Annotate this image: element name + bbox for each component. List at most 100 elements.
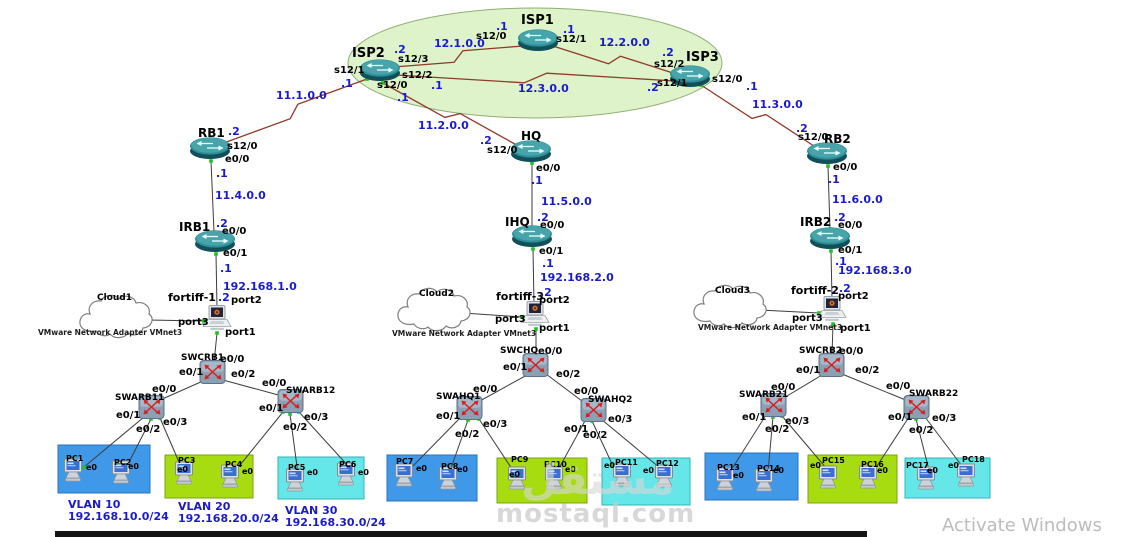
pc-pc4[interactable] <box>218 464 244 494</box>
router-icon <box>807 142 847 164</box>
link-swchq-swahq2[interactable] <box>545 373 587 405</box>
link-isp1-isp3[interactable] <box>552 45 677 75</box>
link-cloud1-fortiff-1[interactable] <box>147 319 205 322</box>
link-swarb12-pc4[interactable] <box>235 411 284 471</box>
link-rb1-irb1[interactable] <box>210 160 215 233</box>
cloud-cloud3[interactable] <box>690 281 768 335</box>
pc-pc7[interactable] <box>392 463 418 493</box>
cloud-cloud1[interactable] <box>76 291 154 345</box>
router-irb1[interactable] <box>194 229 236 257</box>
router-isp1[interactable] <box>517 28 559 56</box>
link-swarb12-pc5[interactable] <box>289 413 299 475</box>
router-irb2[interactable] <box>809 226 851 254</box>
pc-pc9[interactable] <box>505 466 531 496</box>
switch-swchq[interactable] <box>522 352 550 382</box>
switch-swahq1[interactable] <box>456 395 484 425</box>
pc-pc1[interactable] <box>61 458 87 488</box>
switch-swcrb2[interactable] <box>818 352 846 382</box>
link-swcrb1-swarb11[interactable] <box>159 380 204 401</box>
link-swahq1-pc7[interactable] <box>410 416 462 469</box>
switch-swarb12[interactable] <box>277 388 305 418</box>
pc-pc3[interactable] <box>172 461 198 491</box>
switch-swcrb1[interactable] <box>199 359 227 389</box>
firewall-laptop-icon <box>520 301 550 326</box>
switch-swarb22[interactable] <box>903 394 931 424</box>
link-swarb22-pc18[interactable] <box>924 416 963 467</box>
link-swarb11-pc3[interactable] <box>159 417 183 470</box>
link-endpoint <box>288 412 292 416</box>
link-rb2-irb2[interactable] <box>827 165 831 230</box>
link-cloud2-fortiff-3[interactable] <box>462 312 523 318</box>
link-swarb11-pc1[interactable] <box>83 416 145 468</box>
pc-pc5[interactable] <box>283 468 309 498</box>
link-endpoint <box>215 331 219 335</box>
link-swcrb1-swarb12[interactable] <box>222 379 283 397</box>
link-swchq-swahq1[interactable] <box>477 374 528 403</box>
link-isp3-rb2[interactable] <box>700 84 818 149</box>
router-isp2[interactable] <box>359 58 401 86</box>
link-swahq2-pc10[interactable] <box>557 418 587 471</box>
router-hq[interactable] <box>510 139 552 167</box>
firewall-fortiff-3[interactable] <box>520 301 550 332</box>
link-swahq1-pc9[interactable] <box>478 418 515 473</box>
pc-icon <box>112 460 130 484</box>
pc-pc14[interactable] <box>752 468 778 498</box>
pc-pc15[interactable] <box>816 465 842 495</box>
pc-icon <box>508 466 526 490</box>
router-rb2[interactable] <box>806 141 848 169</box>
pc-icon <box>819 465 837 489</box>
firewall-fortiff-2[interactable] <box>817 296 847 327</box>
switch-swarb21[interactable] <box>760 392 788 422</box>
router-ihq[interactable] <box>511 224 553 252</box>
link-swcrb2-swarb21[interactable] <box>781 374 823 400</box>
link-isp2-isp3[interactable] <box>395 72 676 84</box>
pc-pc18[interactable] <box>954 463 980 493</box>
link-irb1-fortiff-1[interactable] <box>215 253 218 309</box>
link-swarb22-pc16[interactable] <box>874 416 910 470</box>
firewall-laptop-icon <box>817 296 847 321</box>
link-swarb21-pc15[interactable] <box>781 415 828 470</box>
link-swahq2-pc12[interactable] <box>600 418 661 469</box>
pc-pc8[interactable] <box>436 466 462 496</box>
link-endpoint <box>829 249 833 253</box>
router-isp3[interactable] <box>669 64 711 92</box>
link-endpoint <box>381 81 385 85</box>
link-swarb21-pc14[interactable] <box>767 416 774 473</box>
switch-icon <box>456 396 483 420</box>
cloud-icon <box>693 284 767 329</box>
cloud-icon <box>397 287 471 332</box>
link-fortiff-2-swcrb2[interactable] <box>831 323 834 357</box>
link-fortiff-1-swcrb1[interactable] <box>213 332 218 364</box>
pc-icon <box>655 464 673 488</box>
link-swcrb2-swarb22[interactable] <box>841 373 909 402</box>
pc-pc12[interactable] <box>652 464 678 494</box>
link-ihq-fortiff-3[interactable] <box>532 248 535 305</box>
link-swahq1-pc8[interactable] <box>449 419 469 472</box>
router-icon <box>190 137 230 159</box>
link-swahq2-pc11[interactable] <box>591 420 614 467</box>
link-swarb22-pc17[interactable] <box>915 418 930 471</box>
pc-pc13[interactable] <box>713 467 739 497</box>
cloud-icon <box>79 294 153 339</box>
router-rb1[interactable] <box>189 136 231 164</box>
link-swarb11-pc2[interactable] <box>126 418 152 467</box>
link-irb2-fortiff-2[interactable] <box>830 250 833 300</box>
pc-pc6[interactable] <box>334 462 360 492</box>
pc-pc2[interactable] <box>109 460 135 490</box>
firewall-fortiff-1[interactable] <box>202 305 232 336</box>
pc-pc10[interactable] <box>542 466 568 496</box>
pc-pc16[interactable] <box>856 465 882 495</box>
link-isp2-rb1[interactable] <box>220 78 368 145</box>
link-swarb21-pc13[interactable] <box>729 414 767 473</box>
watermark-domain: mostaql.com <box>496 499 696 529</box>
link-cloud3-fortiff-2[interactable] <box>759 309 820 314</box>
switch-swahq2[interactable] <box>580 397 608 427</box>
link-isp2-isp1[interactable] <box>393 45 524 68</box>
switch-swarb11[interactable] <box>138 394 166 424</box>
pc-pc17[interactable] <box>914 466 940 496</box>
pc-pc11[interactable] <box>610 463 636 493</box>
cloud-cloud2[interactable] <box>394 284 472 338</box>
switch-icon <box>138 395 165 419</box>
link-swarb12-pc6[interactable] <box>298 411 351 469</box>
link-isp2-hq[interactable] <box>382 82 523 149</box>
